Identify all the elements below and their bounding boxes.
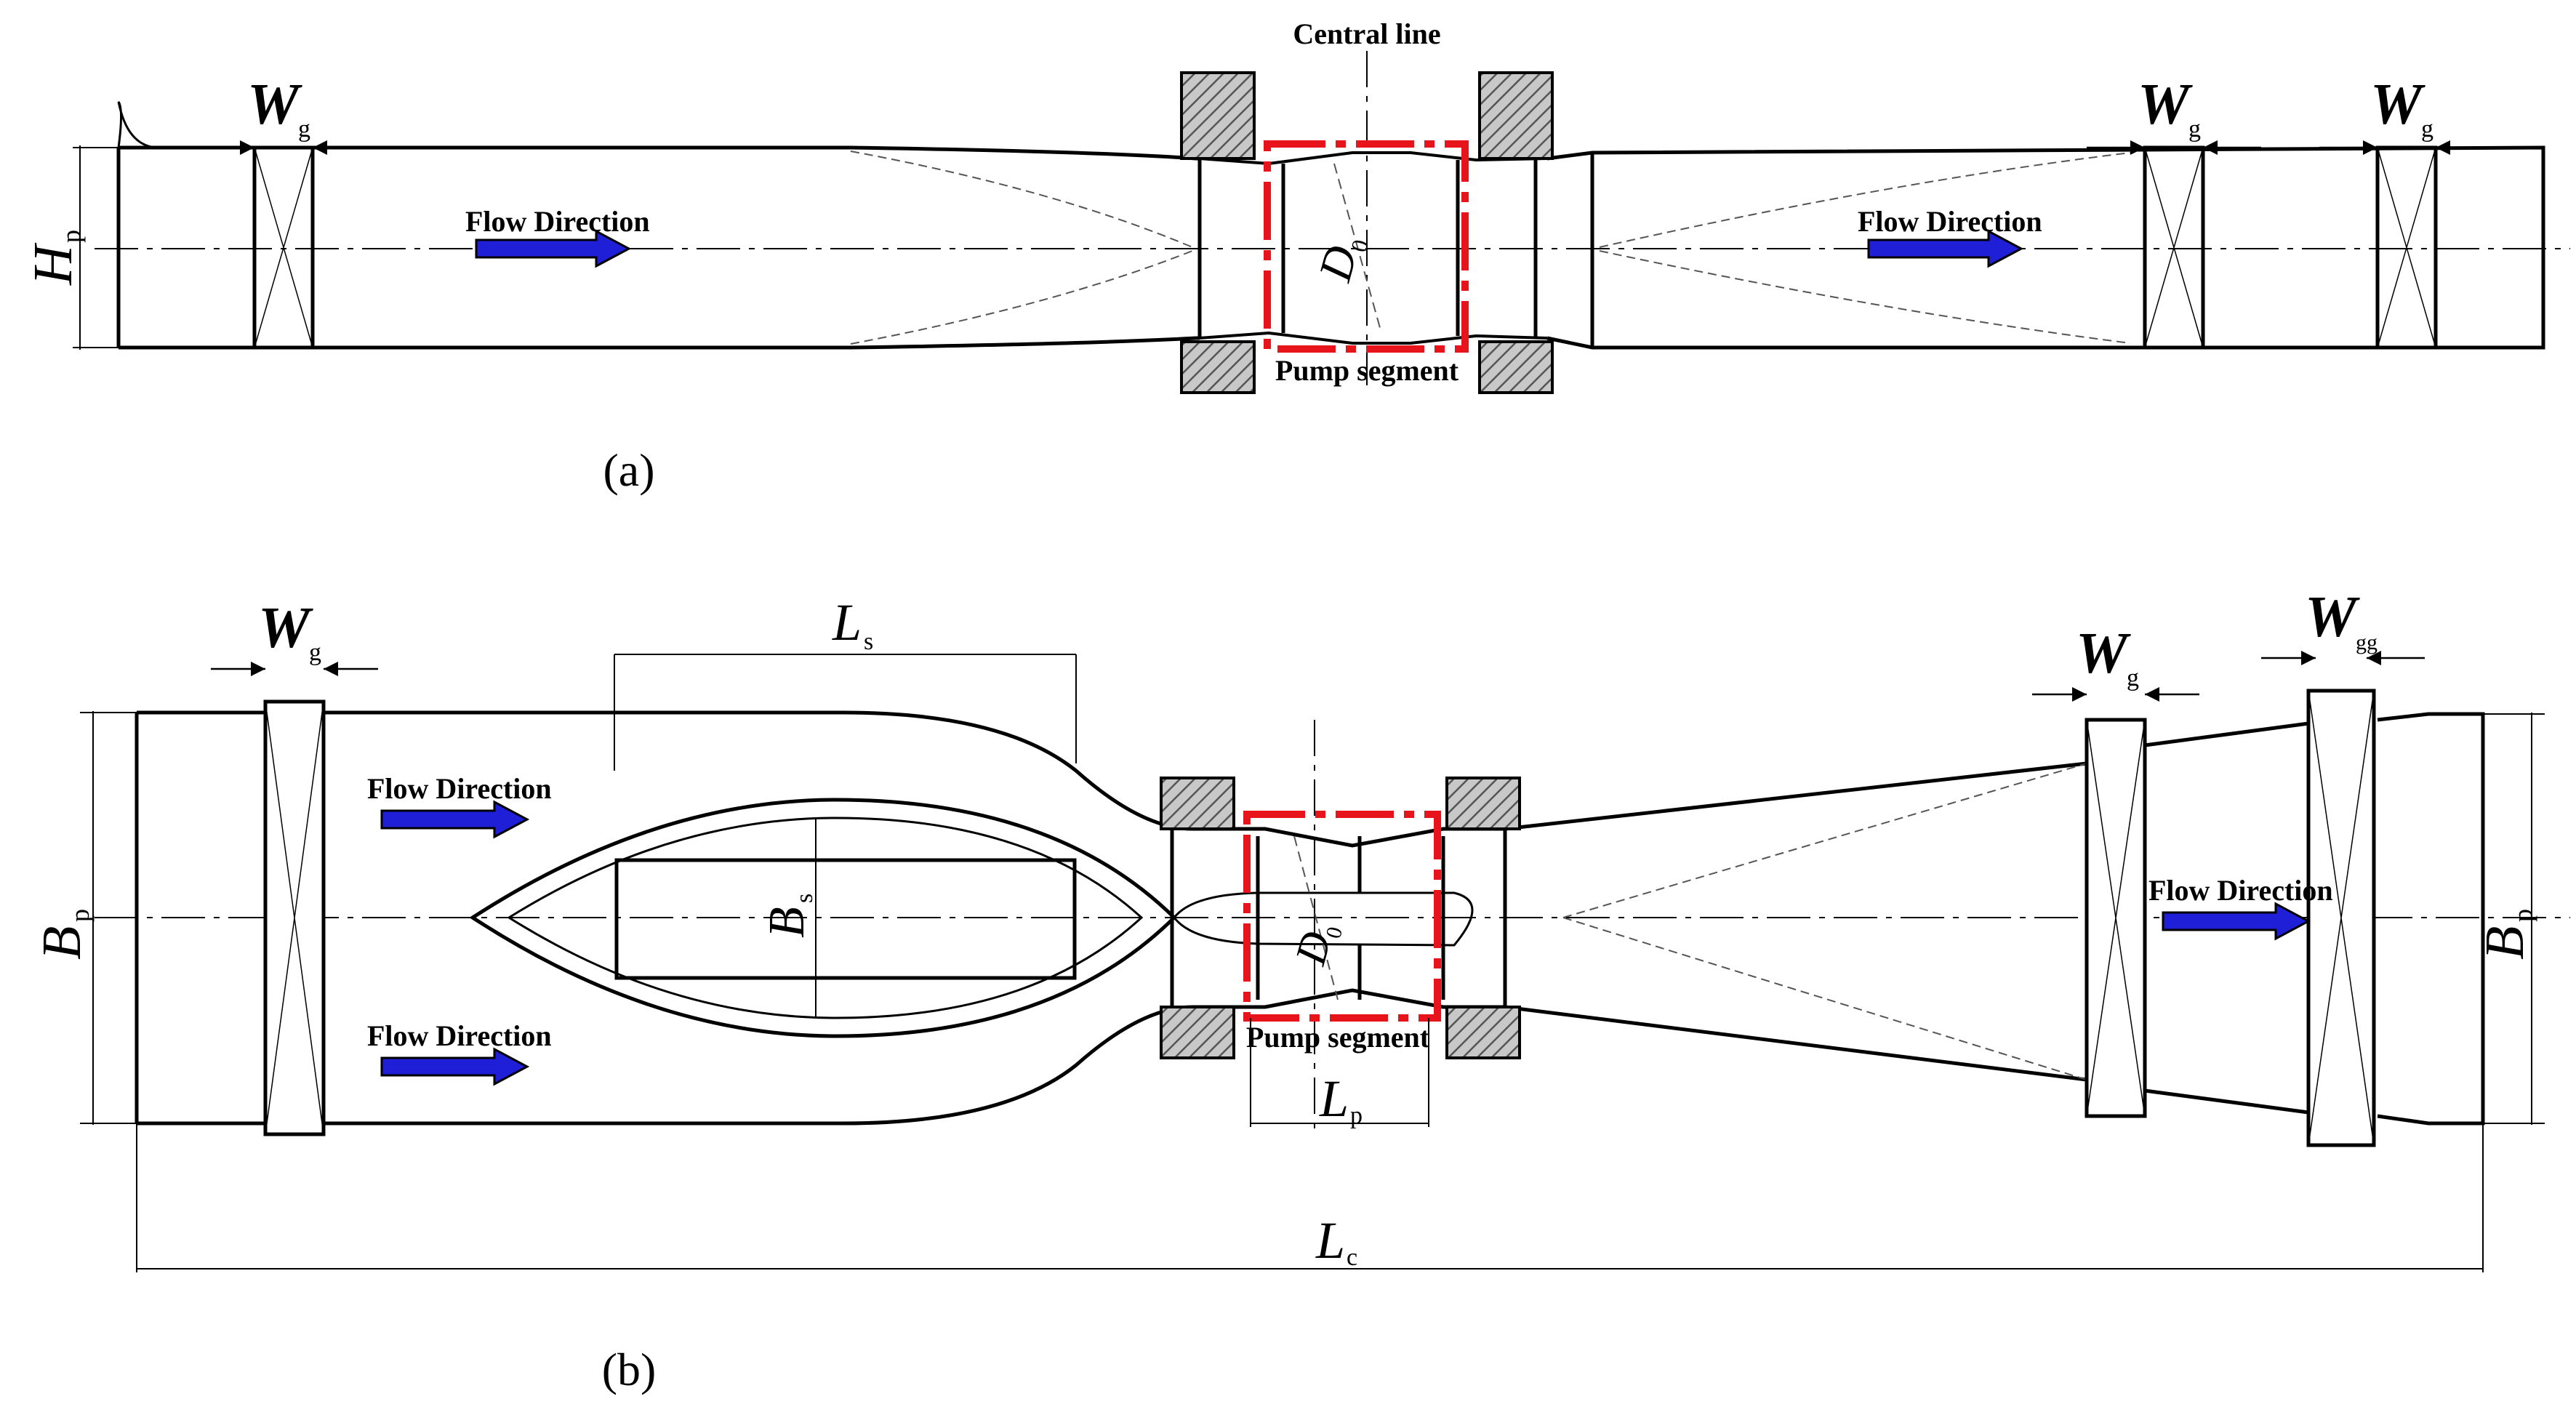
wg-a-2-main: W (2138, 73, 2193, 137)
panel-a-wg-label-3: W g (2370, 73, 2433, 143)
panel-b-wg-label-3: W gg (2305, 585, 2378, 654)
lp-label: L p (1319, 1070, 1363, 1129)
panel-b-flow-arrow-right (2162, 902, 2311, 941)
bp-label-right: B p (2474, 909, 2537, 960)
panel-a-supports (1180, 71, 1554, 394)
wg-a-3-main: W (2370, 73, 2425, 137)
panel-b: Flow Direction Flow Direction Flow Direc… (31, 585, 2570, 1395)
panel-b-caption: (b) (602, 1344, 657, 1395)
support-a-bl (1180, 340, 1256, 394)
panel-b-flow-arrow-bottom (380, 1047, 530, 1086)
panel-a-channel-outline (116, 101, 2545, 350)
panel-b-dimensions (80, 654, 2545, 1272)
wg-b-3-sub: gg (2356, 630, 2378, 654)
support-a-tr (1478, 71, 1554, 160)
panel-b-wg-label-1: W g (258, 596, 321, 666)
panel-b-wg-dimensions (211, 651, 2425, 702)
bs-main: B (759, 907, 815, 938)
wg-a-2-sub: g (2188, 116, 2201, 143)
grille-a-1 (252, 145, 315, 350)
bp-label-left: B p (31, 909, 95, 960)
wg-b-3-main: W (2305, 585, 2360, 649)
panel-a-caption: (a) (603, 444, 654, 496)
panel-b-flow-label-top: Flow Direction (367, 772, 552, 805)
panel-a-pump-segment-label: Pump segment (1275, 354, 1459, 387)
panel-a: Central line Flow Direction Flow Directi… (23, 17, 2570, 496)
support-b-br (1445, 1006, 1521, 1059)
panel-b-flow-label-right: Flow Direction (2148, 874, 2333, 907)
wg-a-3-sub: g (2421, 116, 2433, 143)
panel-b-transition-lines (1562, 763, 2087, 1080)
wg-b-1-sub: g (309, 639, 321, 666)
panel-b-pump-segment-label: Pump segment (1246, 1021, 1430, 1054)
support-a-tl (1180, 71, 1256, 160)
support-b-tl (1160, 777, 1235, 830)
bs-label: B s (759, 894, 818, 938)
panel-a-d0-line (1333, 163, 1382, 334)
wg-a-1-main: W (247, 73, 302, 137)
lc-label: L c (1315, 1211, 1357, 1271)
wg-b-1-main: W (258, 596, 313, 660)
lc-main: L (1315, 1211, 1345, 1269)
panel-a-flow-label-right: Flow Direction (1858, 205, 2042, 238)
bp-right-sub: p (2508, 909, 2537, 922)
panel-b-pump-box (1243, 811, 1441, 1022)
panel-b-supports (1160, 777, 1521, 1059)
hp-label-main: H (23, 242, 84, 286)
lc-sub: c (1347, 1244, 1357, 1271)
support-b-bl (1160, 1006, 1235, 1059)
grille-a-2 (2143, 145, 2205, 350)
ls-sub: s (864, 628, 873, 655)
splitter-inner-box (614, 858, 1077, 980)
panel-a-flow-arrow-left (475, 229, 632, 268)
bs-sub: s (791, 894, 818, 903)
wg-a-1-sub: g (298, 116, 310, 143)
panel-a-flow-arrow-right (1867, 229, 2024, 268)
bp-left-sub: p (65, 909, 95, 922)
panel-a-transition-lines (850, 151, 2131, 345)
panel-b-d0-label: D 0 (1286, 924, 1348, 970)
bp-left-main: B (31, 926, 92, 960)
central-line-label: Central line (1293, 17, 1440, 50)
bp-right-main: B (2474, 926, 2535, 960)
support-a-br (1478, 340, 1554, 394)
panel-b-wg-label-2: W g (2076, 622, 2139, 691)
hp-label-sub: p (57, 230, 86, 243)
panel-a-grilles (252, 145, 2438, 350)
panel-a-hp-dimension (73, 145, 119, 350)
panel-a-wg-label-2: W g (2138, 73, 2201, 143)
hp-label: H p (23, 230, 86, 286)
lp-main: L (1319, 1070, 1349, 1128)
panel-a-pump-box (1264, 140, 1469, 353)
support-b-tr (1445, 777, 1521, 830)
wg-b-2-main: W (2076, 622, 2131, 686)
panel-a-wg-label-1: W g (247, 73, 310, 143)
grille-a-3 (2375, 145, 2438, 350)
panel-b-flow-label-bottom: Flow Direction (367, 1019, 552, 1052)
wg-b-2-sub: g (2127, 665, 2139, 691)
panel-a-flow-label-left: Flow Direction (465, 205, 650, 238)
ls-main: L (832, 593, 862, 651)
panel-a-d0-label: D 0 (1309, 237, 1374, 287)
lp-sub: p (1350, 1102, 1363, 1129)
panel-b-grilles (263, 689, 2376, 1147)
ls-label: L s (832, 593, 873, 655)
panel-b-flow-arrow-top (380, 800, 530, 839)
panel-b-d0-line (1293, 835, 1339, 1000)
